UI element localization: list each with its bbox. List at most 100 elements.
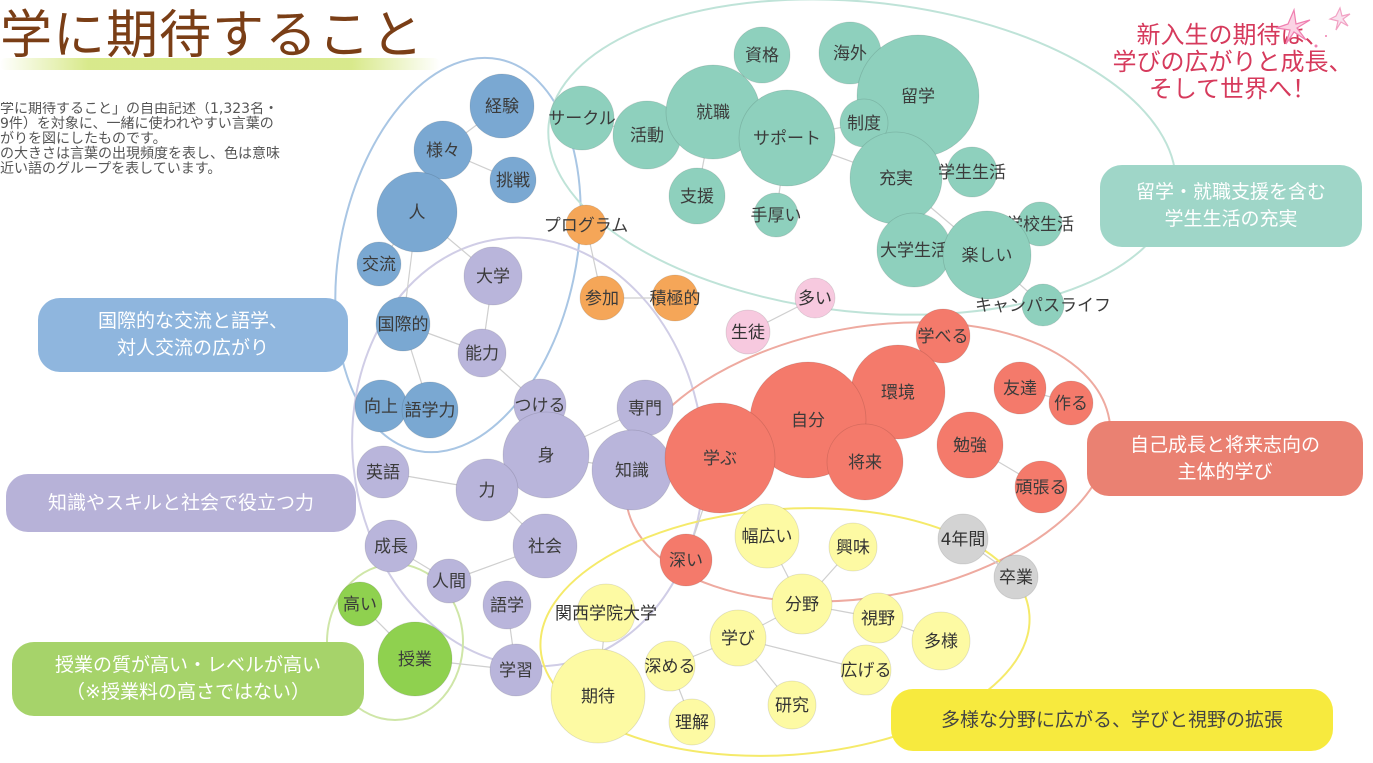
node-label: 語学 bbox=[490, 596, 524, 616]
node-label: プログラム bbox=[544, 216, 629, 236]
node-circle bbox=[852, 592, 904, 644]
node-yellow: 多様 bbox=[911, 611, 971, 671]
node-red: 頑張る bbox=[1014, 460, 1068, 514]
node-label: サポート bbox=[753, 129, 821, 149]
node-label: 将来 bbox=[848, 453, 882, 473]
node-label: 活動 bbox=[630, 126, 664, 146]
node-circle bbox=[364, 519, 418, 573]
node-label: 大学生活 bbox=[880, 241, 948, 261]
node-circle bbox=[502, 411, 590, 499]
node-circle bbox=[936, 411, 1004, 479]
node-label: 卒業 bbox=[999, 568, 1033, 588]
category-label-student-life: 留学・就職支援を含む 学生生活の充実 bbox=[1100, 165, 1362, 247]
node-teal: サークル bbox=[548, 85, 616, 151]
node-label: 視野 bbox=[861, 609, 895, 629]
node-label: 社会 bbox=[528, 537, 562, 557]
node-yellow: 深める bbox=[645, 640, 696, 692]
node-label: 充実 bbox=[879, 169, 913, 189]
node-label: キャンパスライフ bbox=[975, 296, 1111, 316]
node-teal: 資格 bbox=[733, 26, 791, 84]
node-circle bbox=[840, 644, 892, 696]
node-label: 多様 bbox=[924, 632, 958, 652]
category-label-diverse-fields: 多様な分野に広がる、学びと視野の拡張 bbox=[891, 689, 1333, 751]
node-circle bbox=[942, 210, 1032, 300]
node-label: 学生生活 bbox=[938, 163, 1006, 183]
node-label: 挑戦 bbox=[496, 171, 530, 191]
node-label: 深める bbox=[645, 657, 696, 677]
node-label: 手厚い bbox=[751, 206, 802, 226]
node-red: 環境 bbox=[850, 344, 946, 440]
node-label: 興味 bbox=[836, 538, 870, 558]
node-green: 授業 bbox=[377, 621, 453, 697]
node-label: 学習 bbox=[499, 661, 533, 681]
node-teal: 就職 bbox=[665, 64, 761, 160]
node-purple: 力 bbox=[455, 458, 519, 522]
node-circle bbox=[457, 328, 507, 378]
node-label: 自分 bbox=[791, 411, 825, 431]
node-yellow: 視野 bbox=[852, 592, 904, 644]
node-circle bbox=[375, 296, 431, 352]
node-circle bbox=[915, 308, 971, 364]
node-purple: 人間 bbox=[426, 558, 472, 604]
node-blue: 国際的 bbox=[375, 296, 431, 352]
page-title: 学に期待すること bbox=[0, 6, 425, 66]
node-yellow: 研究 bbox=[767, 680, 817, 730]
node-purple: 英語 bbox=[356, 445, 410, 499]
node-label: 期待 bbox=[581, 687, 615, 707]
node-label: 向上 bbox=[364, 397, 398, 417]
node-circle bbox=[937, 513, 989, 565]
node-blue: 人 bbox=[376, 171, 458, 253]
node-circle bbox=[482, 580, 532, 630]
node-blue: 向上 bbox=[354, 379, 408, 433]
node-circle bbox=[512, 513, 578, 579]
node-label: 参加 bbox=[585, 289, 619, 309]
sparkle-icon bbox=[1275, 6, 1351, 48]
node-circle bbox=[651, 274, 699, 322]
node-circle bbox=[1048, 380, 1094, 426]
node-red: 作る bbox=[1048, 380, 1094, 426]
node-circle bbox=[376, 171, 458, 253]
node-gray: 卒業 bbox=[993, 554, 1039, 600]
node-gray: 4年間 bbox=[937, 513, 989, 565]
node-circle bbox=[767, 680, 817, 730]
node-label: 様々 bbox=[426, 141, 460, 161]
category-label-self-growth: 自己成長と将来志向の 主体的学び bbox=[1087, 421, 1363, 496]
node-circle bbox=[828, 522, 878, 572]
node-label: 関西学院大学 bbox=[555, 604, 657, 624]
node-label: 支援 bbox=[680, 187, 714, 207]
node-purple: 語学 bbox=[482, 580, 532, 630]
node-label: 作る bbox=[1054, 394, 1088, 414]
node-teal: 制度 bbox=[839, 98, 889, 148]
node-label: 多い bbox=[798, 289, 832, 309]
node-circle bbox=[377, 621, 453, 697]
node-circle bbox=[455, 458, 519, 522]
node-circle bbox=[463, 246, 523, 306]
node-label: 学べる bbox=[918, 327, 969, 347]
node-circle bbox=[753, 192, 799, 238]
node-yellow: 広げる bbox=[840, 644, 892, 696]
node-purple: 社会 bbox=[512, 513, 578, 579]
node-purple: 知識 bbox=[591, 429, 673, 511]
node-blue: 経験 bbox=[469, 73, 535, 139]
node-teal: サポート bbox=[738, 89, 836, 187]
node-circle bbox=[356, 241, 402, 287]
node-blue: 様々 bbox=[413, 120, 473, 180]
node-circle bbox=[993, 554, 1039, 600]
node-red: 将来 bbox=[826, 423, 904, 501]
node-label: 広げる bbox=[841, 661, 892, 681]
node-circle bbox=[565, 204, 607, 246]
node-circle bbox=[826, 423, 904, 501]
node-yellow: 分野 bbox=[771, 573, 833, 635]
node-circle bbox=[469, 73, 535, 139]
node-label: サークル bbox=[548, 109, 616, 129]
node-circle bbox=[664, 402, 776, 514]
node-circle bbox=[576, 583, 636, 643]
node-teal: 学生生活 bbox=[938, 146, 1006, 198]
node-label: 交流 bbox=[362, 255, 396, 275]
node-label: 知識 bbox=[615, 461, 649, 481]
node-circle bbox=[337, 581, 383, 627]
node-blue: 交流 bbox=[356, 241, 402, 287]
node-circle bbox=[401, 381, 459, 439]
node-label: 友達 bbox=[1003, 379, 1037, 399]
node-yellow: 興味 bbox=[828, 522, 878, 572]
